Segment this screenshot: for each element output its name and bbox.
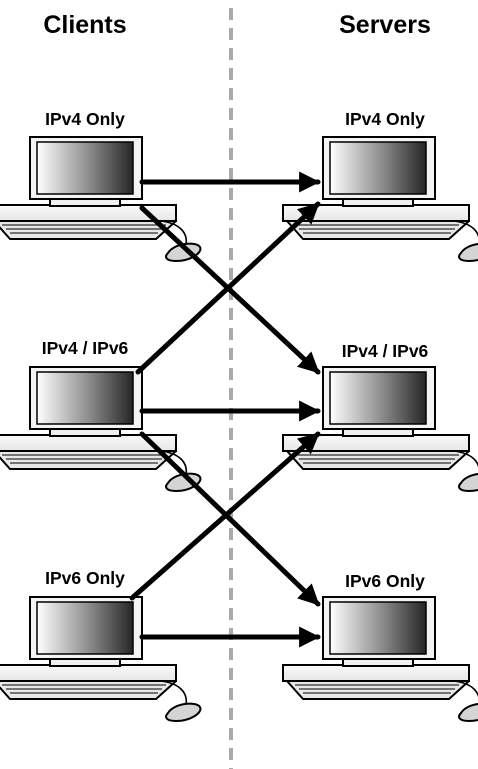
client-label-ipv4-ipv6: IPv4 / IPv6: [42, 338, 129, 358]
server-ipv4-ipv6-computer-icon: [282, 366, 478, 492]
arrow-client-ipv4-ipv6-to-server-ipv6-only: [139, 431, 321, 607]
client-label-ipv4-only: IPv4 Only: [45, 109, 125, 129]
arrow-client-ipv4-only-to-server-ipv4-ipv6: [139, 205, 321, 375]
server-ipv6-only-computer-icon: [282, 596, 478, 722]
clients-heading: Clients: [43, 11, 126, 39]
arrow-client-ipv4-ipv6-to-server-ipv4-only: [135, 201, 321, 375]
arrow-client-ipv6-only-to-server-ipv4-ipv6: [129, 431, 321, 601]
client-label-ipv6-only: IPv6 Only: [45, 568, 125, 588]
client-ipv4-ipv6-computer-icon: [0, 366, 202, 492]
server-label-ipv4-ipv6: IPv4 / IPv6: [342, 341, 429, 361]
client-ipv6-only-computer-icon: [0, 596, 202, 722]
servers-heading: Servers: [339, 11, 431, 39]
server-ipv4-only-computer-icon: [282, 136, 478, 262]
server-label-ipv4-only: IPv4 Only: [345, 109, 425, 129]
server-label-ipv6-only: IPv6 Only: [345, 571, 425, 591]
client-ipv4-only-computer-icon: [0, 136, 202, 262]
